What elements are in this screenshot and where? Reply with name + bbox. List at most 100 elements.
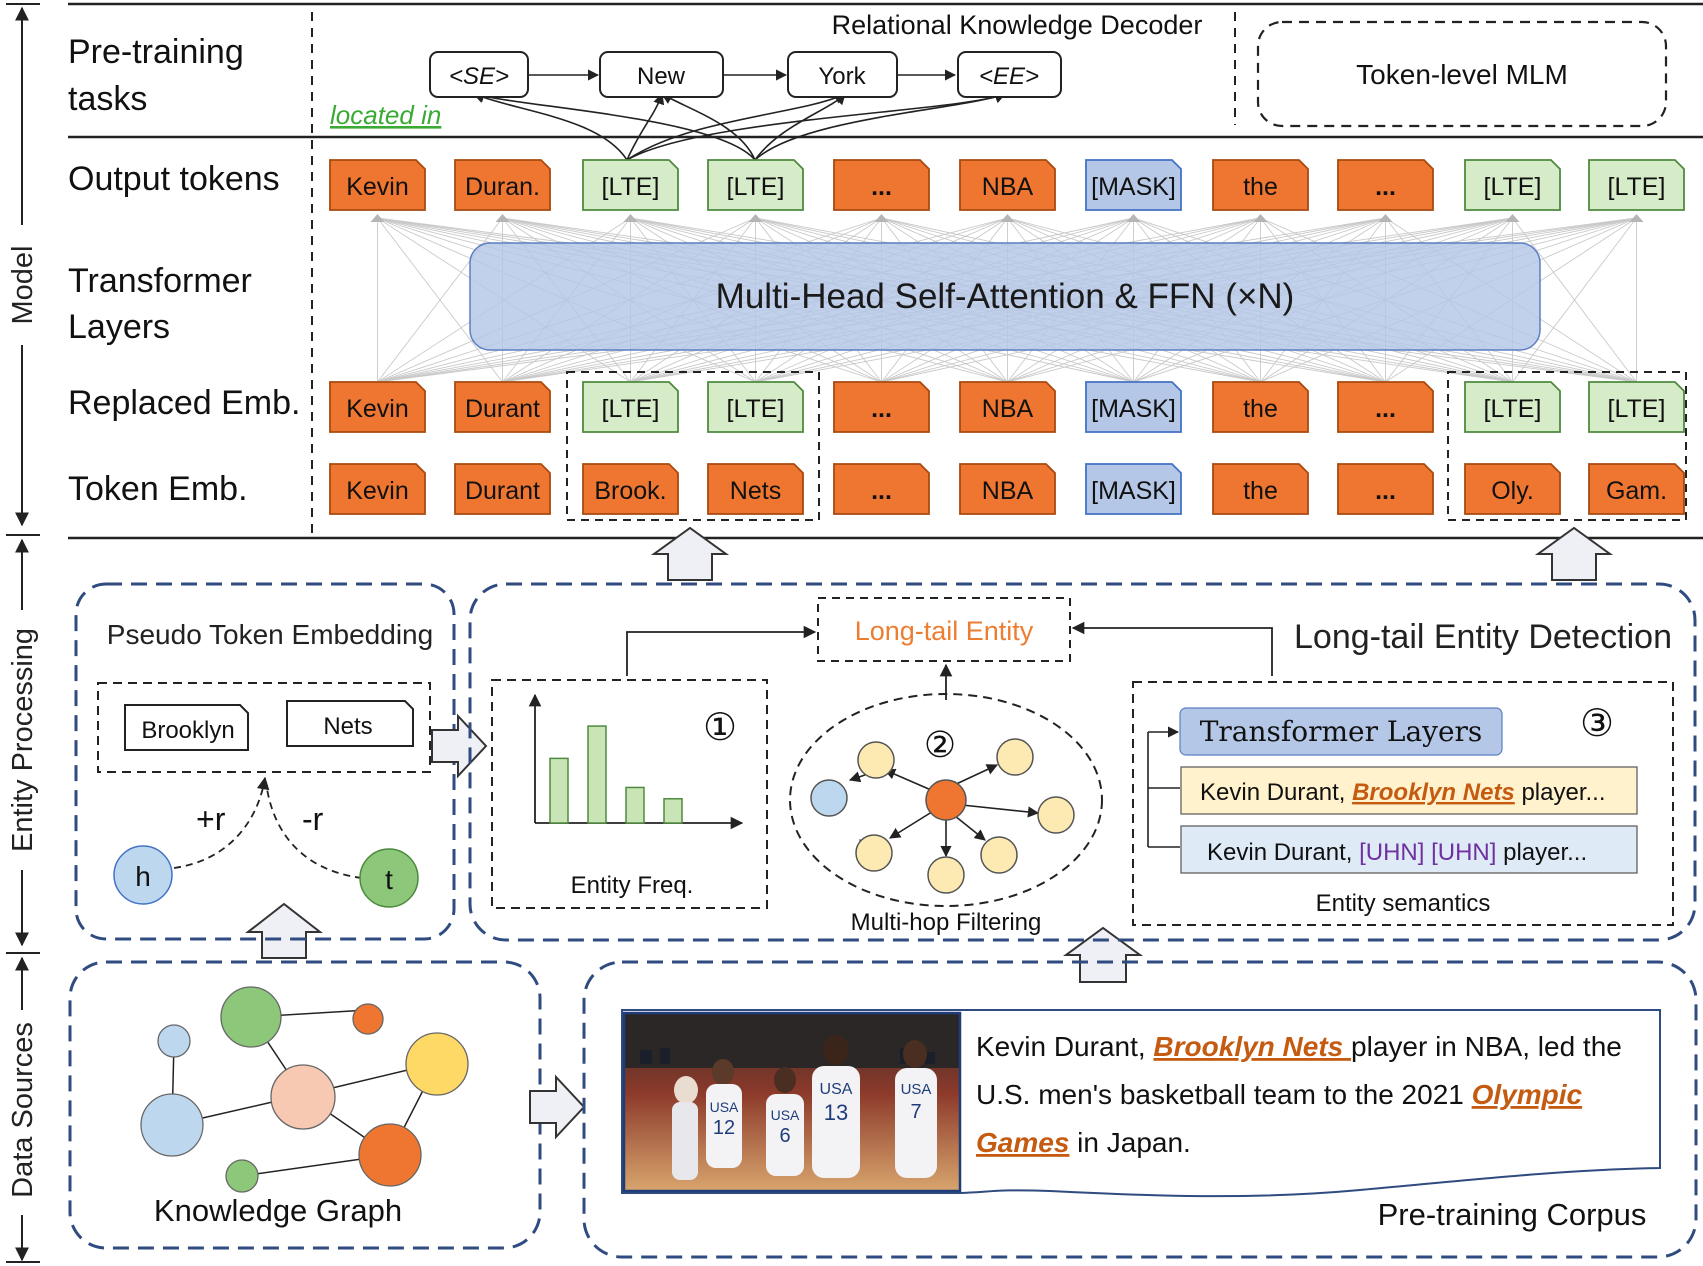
output-token-label-6: [MASK] — [1091, 173, 1176, 201]
embedding-token-label-8: ... — [1375, 477, 1396, 505]
row-label-transformer-2: Layers — [68, 308, 170, 346]
embedding-token-label-1: Durant — [465, 477, 540, 505]
embedding-token-label-3: Nets — [730, 477, 781, 505]
output-token-label-8: ... — [1375, 173, 1396, 201]
up-arrows — [245, 526, 1614, 983]
row-label-replaced: Replaced Emb. — [68, 384, 300, 422]
output-token-label-7: the — [1243, 173, 1278, 201]
svg-text:York: York — [818, 63, 866, 90]
semantics-sentence-uhn: Kevin Durant, [UHN] [UHN] player... — [1180, 825, 1638, 874]
embedding-token-label-5: NBA — [982, 477, 1034, 505]
replaced-token-1: Durant — [454, 381, 551, 433]
output-token-7: the — [1212, 159, 1309, 211]
frequency-bars — [549, 725, 683, 824]
right-arrow-data — [529, 1074, 586, 1140]
detection-panel — [468, 582, 1697, 942]
left-axis — [6, 3, 40, 1263]
output-token-10: [LTE] — [1588, 159, 1685, 211]
corpus-line-1: Kevin Durant, Brooklyn Nets player in NB… — [976, 1031, 1622, 1062]
tail-entity-node: t — [359, 848, 419, 908]
output-token-4: ... — [833, 159, 930, 211]
embedding-token-label-4: ... — [871, 477, 892, 505]
svg-text:t: t — [385, 864, 393, 895]
decoder-connections — [472, 69, 1007, 161]
embedding-token-2: Brook. — [582, 463, 679, 515]
replaced-token-label-4: ... — [871, 395, 892, 423]
output-token-1: Duran. — [454, 159, 551, 211]
embedding-token-label-6: [MASK] — [1091, 477, 1176, 505]
svg-text:6: 6 — [779, 1125, 790, 1147]
row-label-output: Output tokens — [68, 160, 280, 198]
replaced-token-label-3: [LTE] — [727, 395, 785, 423]
relation-label: located in — [330, 100, 441, 130]
semantics-sentence-entity: Kevin Durant, Brooklyn Nets player... — [1180, 766, 1638, 815]
marker-three: ③ — [1580, 703, 1614, 745]
embedding-token-1: Durant — [454, 463, 551, 515]
replaced-token-10: [LTE] — [1588, 381, 1685, 433]
embedding-token-label-10: Gam. — [1606, 477, 1667, 505]
replaced-token-9: [LTE] — [1464, 381, 1561, 433]
output-token-label-2: [LTE] — [602, 173, 660, 201]
decoder-token-york: York — [787, 51, 898, 98]
knowledge-graph-label: Knowledge Graph — [154, 1193, 402, 1228]
svg-text:New: New — [637, 63, 686, 90]
output-token-2: [LTE] — [582, 159, 679, 211]
svg-text:Multi-Head Self-Attention & FF: Multi-Head Self-Attention & FFN (×N) — [716, 277, 1295, 316]
embedding-token-6: [MASK] — [1085, 463, 1182, 515]
side-label-data-sources: Data Sources — [7, 1022, 39, 1198]
frequency-bar-3 — [663, 798, 683, 824]
embedding-token-8: ... — [1337, 463, 1434, 515]
svg-text:h: h — [135, 861, 151, 892]
semantics-label: Entity semantics — [1316, 890, 1491, 917]
row-label-pretraining-1: Pre-training — [68, 33, 244, 71]
svg-text:USA: USA — [771, 1107, 800, 1123]
plus-r-label: +r — [196, 801, 226, 837]
embedding-token-label-2: Brook. — [594, 477, 666, 505]
output-token-label-10: [LTE] — [1608, 173, 1666, 201]
output-token-label-9: [LTE] — [1484, 173, 1542, 201]
semantics-transformer-box: Transformer Layers — [1179, 707, 1503, 756]
decoder-title: Relational Knowledge Decoder — [832, 10, 1203, 40]
row-label-token: Token Emb. — [68, 470, 248, 508]
frequency-bar-0 — [549, 757, 569, 824]
corpus-line-3: Games in Japan. — [976, 1127, 1191, 1158]
replaced-token-6: [MASK] — [1085, 381, 1182, 433]
svg-text:<EE>: <EE> — [979, 63, 1039, 90]
embedding-token-10: Gam. — [1588, 463, 1685, 515]
pseudo-token-group — [97, 682, 431, 773]
replaced-token-4: ... — [833, 381, 930, 433]
replaced-token-0: Kevin — [329, 381, 426, 433]
svg-text:USA: USA — [710, 1099, 739, 1115]
output-token-8: ... — [1337, 159, 1434, 211]
frequency-bar-2 — [625, 786, 645, 824]
output-token-9: [LTE] — [1464, 159, 1561, 211]
entity-group-brooklyn-nets — [566, 371, 820, 521]
svg-text:Token-level MLM: Token-level MLM — [1356, 59, 1568, 90]
output-token-label-3: [LTE] — [727, 173, 785, 201]
multihop-label: Multi-hop Filtering — [851, 909, 1042, 936]
semantics-connector — [1147, 726, 1180, 848]
multihop-nodes — [810, 738, 1075, 894]
marker-one: ① — [703, 707, 737, 749]
detection-title: Long-tail Entity Detection — [1294, 618, 1672, 656]
output-token-6: [MASK] — [1085, 159, 1182, 211]
replaced-token-label-10: [LTE] — [1608, 395, 1666, 423]
corpus-label: Pre-training Corpus — [1378, 1197, 1647, 1232]
photo-frame — [622, 1011, 962, 1193]
output-token-label-4: ... — [871, 173, 892, 201]
output-token-label-1: Duran. — [465, 173, 540, 201]
replaced-token-5: NBA — [959, 381, 1056, 433]
frequency-bar-1 — [587, 725, 607, 824]
svg-text:USA: USA — [901, 1081, 932, 1098]
svg-text:Nets: Nets — [323, 713, 372, 740]
entity-group-olympic-games — [1447, 371, 1687, 521]
marker-two: ② — [924, 724, 956, 765]
embedding-token-label-7: the — [1243, 477, 1278, 505]
svg-text:Long-tail Entity: Long-tail Entity — [855, 616, 1034, 646]
replaced-token-label-1: Durant — [465, 395, 540, 423]
head-entity-node: h — [113, 845, 173, 905]
pseudo-token-brooklyn: Brooklyn — [124, 704, 249, 751]
output-token-5: NBA — [959, 159, 1056, 211]
